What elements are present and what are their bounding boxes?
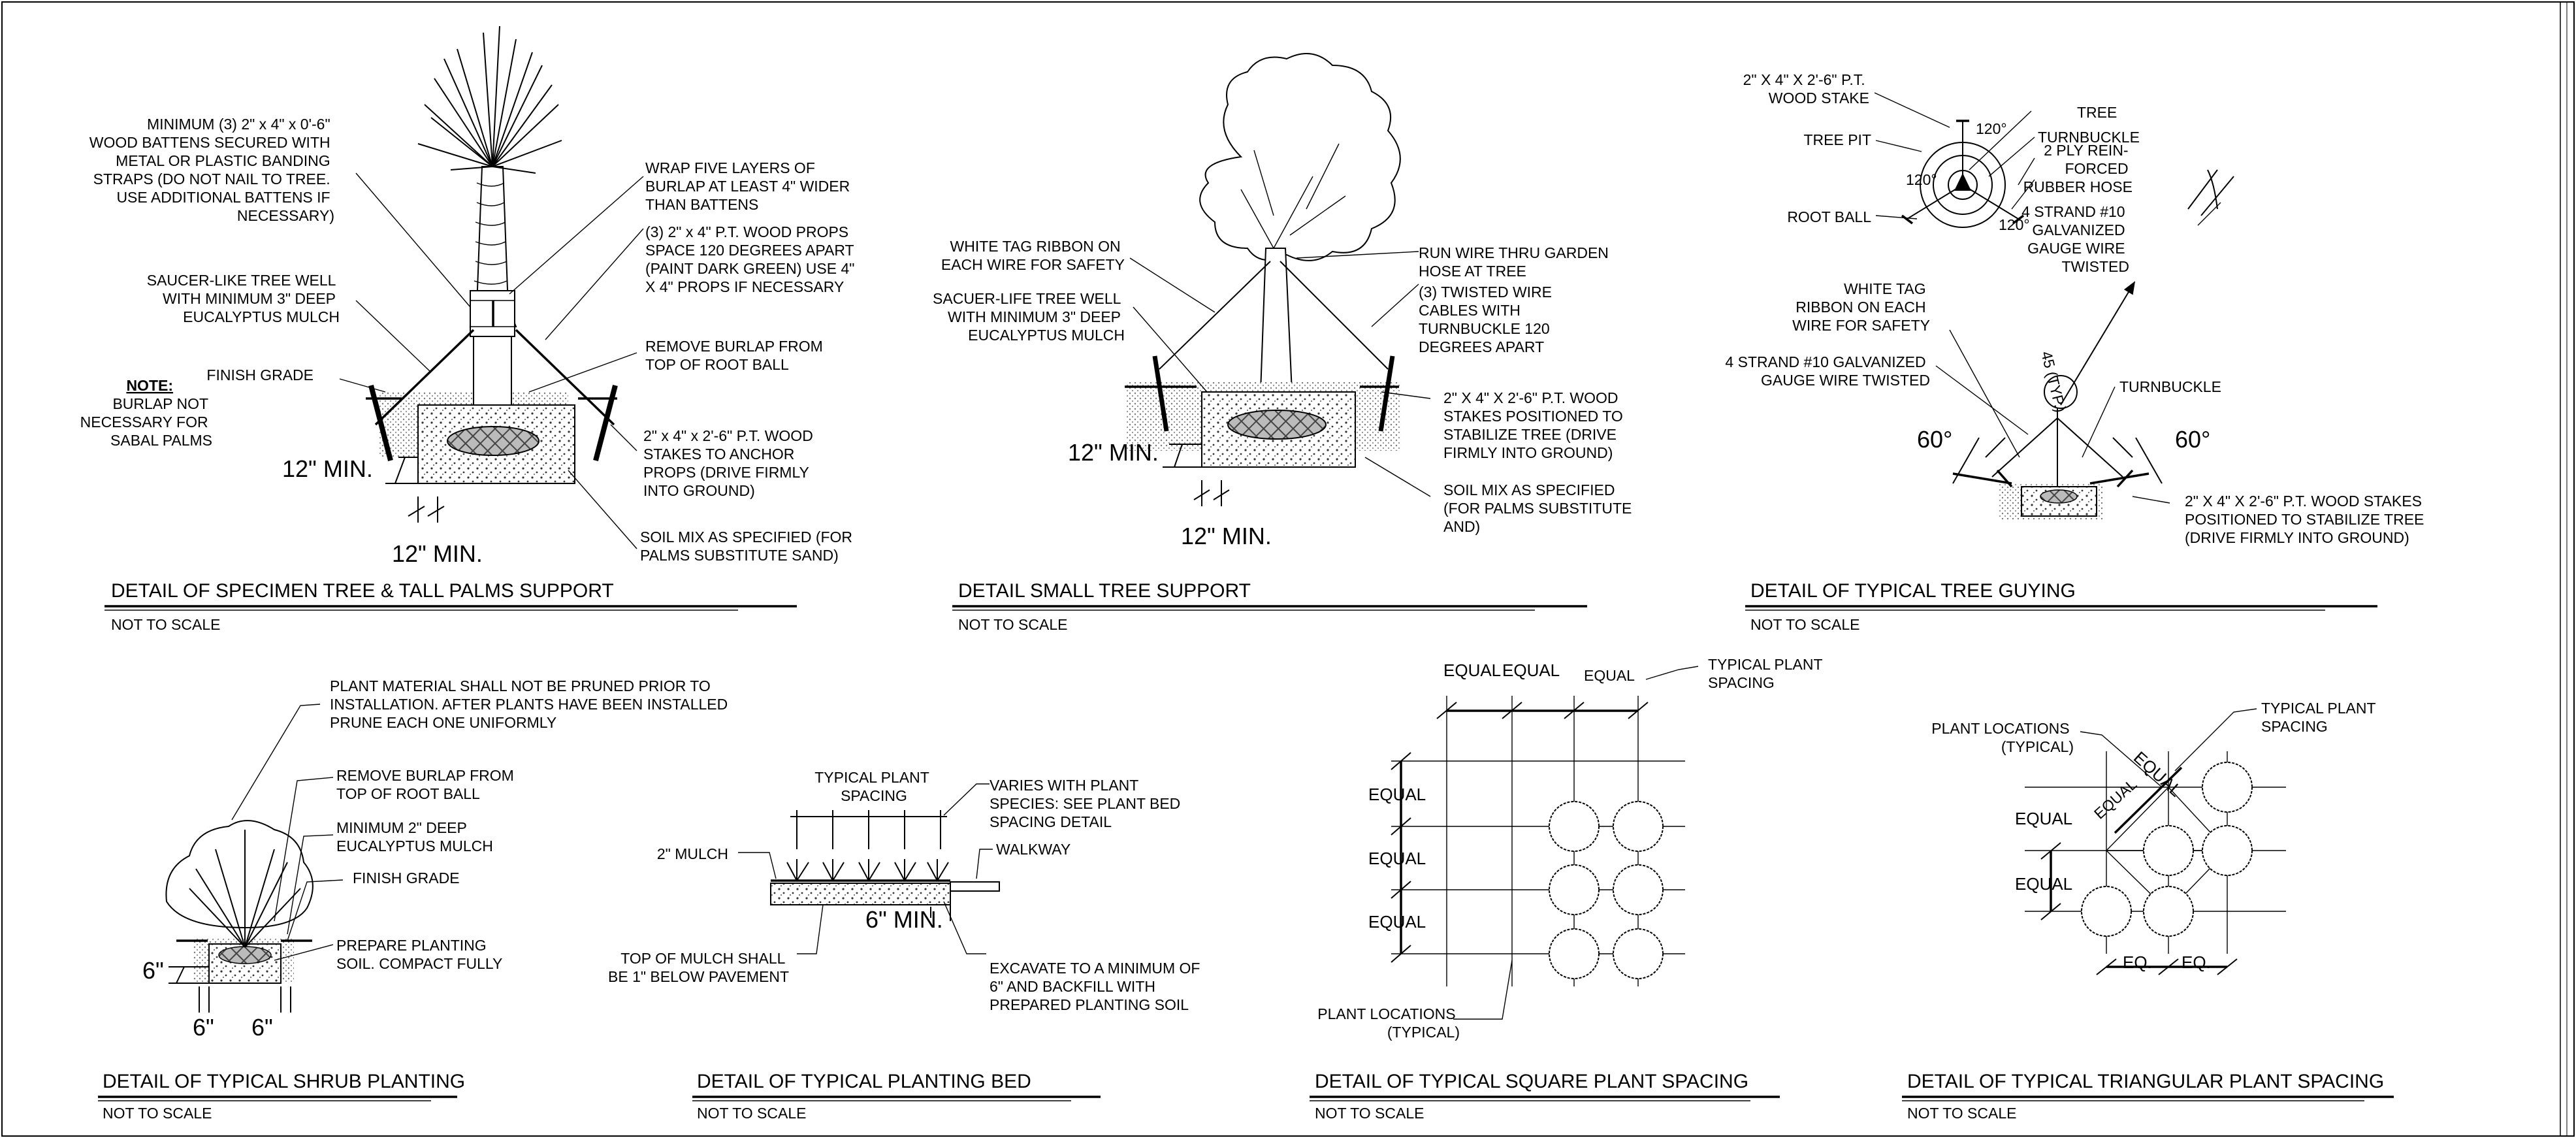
square-dim-left-2: EQUAL: [1368, 849, 1426, 868]
tri-detail-scale: NOT TO SCALE: [1907, 1105, 2016, 1122]
shrub-dim-right: 6": [251, 1014, 273, 1041]
bed-callout-top-mulch: TOP OF MULCH SHALL BE 1" BELOW PAVEMENT: [608, 950, 789, 985]
tri-callout-spacing: TYPICAL PLANT SPACING: [2261, 700, 2380, 735]
square-detail-scale: NOT TO SCALE: [1315, 1105, 1424, 1122]
small-callout-wires: (3) TWISTED WIRE CABLES WITH TURNBUCKLE …: [1419, 284, 1556, 355]
guying-dim-60-right: 60°: [2175, 426, 2210, 453]
shrub-dim-left: 6": [193, 1014, 214, 1041]
square-plant-circles: [1549, 801, 1664, 979]
palm-note-text: BURLAP NOT NECESSARY FOR SABAL PALMS: [80, 395, 212, 449]
detail-triangular-spacing: PLANT LOCATIONS (TYPICAL) TYPICAL PLANT …: [1902, 700, 2394, 1122]
triangular-plant-circles: [2081, 762, 2253, 937]
bed-callout-excavate: EXCAVATE TO A MINIMUM OF 6" AND BACKFILL…: [990, 960, 1204, 1013]
bed-detail-title: DETAIL OF TYPICAL PLANTING BED: [697, 1071, 1031, 1092]
small-callout-stakes: 2" X 4" X 2'-6" P.T. WOOD STAKES POSITIO…: [1443, 389, 1627, 461]
palm-callout-props: (3) 2" x 4" P.T. WOOD PROPS SPACE 120 DE…: [645, 223, 859, 295]
tri-dim-eq-1: EQ.: [2123, 952, 2152, 972]
palm-callout-saucer: SAUCER-LIKE TREE WELL WITH MINIMUM 3" DE…: [147, 272, 340, 325]
bed-callout-mulch: 2" MULCH: [657, 845, 728, 862]
guying-callout-wire-section: 4 STRAND #10 GALVANIZED GAUGE WIRE TWIST…: [1725, 353, 1930, 389]
palm-drawing: [366, 25, 618, 523]
shrub-callout-finish-grade: FINISH GRADE: [353, 870, 460, 886]
small-detail-scale: NOT TO SCALE: [958, 616, 1067, 633]
guying-callout-stakes: 2" X 4" X 2'-6" P.T. WOOD STAKES POSITIO…: [2185, 493, 2428, 546]
shrub-detail-scale: NOT TO SCALE: [103, 1105, 212, 1122]
square-dim-left-3: EQUAL: [1368, 912, 1426, 932]
small-callout-saucer: SACUER-LIFE TREE WELL WITH MINIMUM 3" DE…: [933, 290, 1125, 344]
small-callout-hose: RUN WIRE THRU GARDEN HOSE AT TREE: [1419, 244, 1613, 280]
triangular-grid-drawing: [2025, 751, 2286, 975]
shrub-callout-soil: PREPARE PLANTING SOIL. COMPACT FULLY: [336, 937, 502, 972]
guying-angle-left: 120°: [1906, 171, 1937, 188]
palm-callout-soil: SOIL MIX AS SPECIFIED (FOR PALMS SUBSTIT…: [640, 528, 856, 564]
square-callout-locations: PLANT LOCATIONS (TYPICAL): [1317, 1005, 1460, 1041]
guying-callout-root-ball: ROOT BALL: [1787, 208, 1871, 225]
square-callout-spacing: TYPICAL PLANT SPACING: [1708, 656, 1827, 691]
guying-callout-turnbuckle-section: TURNBUCKLE: [2119, 378, 2221, 395]
tri-dim-row-2: EQUAL: [2015, 874, 2072, 894]
tri-detail-title: DETAIL OF TYPICAL TRIANGULAR PLANT SPACI…: [1907, 1071, 2384, 1092]
square-dim-top-3: EQUAL: [1584, 667, 1635, 684]
small-dim-width: 12" MIN.: [1181, 523, 1272, 549]
guying-detail-title: DETAIL OF TYPICAL TREE GUYING: [1750, 580, 2076, 602]
square-dim-top-2: EQUAL: [1502, 660, 1560, 680]
shrub-detail-title: DETAIL OF TYPICAL SHRUB PLANTING: [103, 1071, 465, 1092]
shrub-drawing: [165, 820, 314, 1013]
shrub-callout-mulch: MINIMUM 2" DEEP EUCALYPTUS MULCH: [336, 819, 493, 854]
guying-callout-tree-pit: TREE PIT: [1803, 131, 1871, 148]
small-callout-ribbon: WHITE TAG RIBBON ON EACH WIRE FOR SAFETY: [941, 238, 1125, 273]
palm-callout-remove-burlap: REMOVE BURLAP FROM TOP OF ROOT BALL: [645, 338, 827, 373]
tri-dim-row-1: EQUAL: [2015, 809, 2072, 828]
guying-callout-tree: TREE: [2077, 104, 2117, 121]
guying-callout-ribbon: WHITE TAG RIBBON ON EACH WIRE FOR SAFETY: [1792, 280, 1930, 334]
square-dim-left-1: EQUAL: [1368, 785, 1426, 804]
guying-callout-wire-plan: 4 STRAND #10 GALVANIZED GAUGE WIRE TWIST…: [2021, 203, 2129, 275]
palm-note-label: NOTE:: [126, 377, 173, 394]
detail-planting-bed: TYPICAL PLANT SPACING VARIES WITH PLANT …: [608, 769, 1204, 1122]
palm-callout-battens: MINIMUM (3) 2" x 4" x 0'-6" WOOD BATTENS…: [89, 116, 334, 224]
guying-callout-turnbuckle-plan: TURNBUCKLE: [2038, 129, 2140, 146]
guying-angle-top: 120°: [1976, 120, 2007, 137]
square-detail-title: DETAIL OF TYPICAL SQUARE PLANT SPACING: [1315, 1071, 1748, 1092]
bed-callout-varies: VARIES WITH PLANT SPECIES: SEE PLANT BED…: [990, 777, 1185, 830]
tri-callout-locations: PLANT LOCATIONS (TYPICAL): [1931, 720, 2074, 755]
small-dim-depth: 12" MIN.: [1068, 439, 1159, 466]
detail-palm-support: MINIMUM (3) 2" x 4" x 0'-6" WOOD BATTENS…: [80, 25, 859, 633]
detail-square-spacing: TYPICAL PLANT SPACING PLANT LOCATIONS (T…: [1310, 656, 1827, 1122]
guying-dim-60-left: 60°: [1917, 426, 1952, 453]
tri-dim-diag: EQUAL: [2130, 747, 2186, 800]
guying-callout-hose: 2 PLY REIN- FORCED RUBBER HOSE: [2023, 142, 2133, 195]
bed-callout-walkway: WALKWAY: [996, 841, 1071, 858]
bed-callout-spacing: TYPICAL PLANT SPACING: [814, 769, 933, 804]
square-dim-top-1: EQUAL: [1443, 660, 1501, 680]
palm-detail-scale: NOT TO SCALE: [111, 616, 220, 633]
tri-dim-eq-2: EQ.: [2182, 952, 2211, 972]
shrub-dim-depth: 6": [142, 957, 164, 984]
square-grid-drawing: [1391, 696, 1685, 986]
small-callout-soil: SOIL MIX AS SPECIFIED (FOR PALMS SUBSTIT…: [1443, 481, 1636, 535]
palm-detail-title: DETAIL OF SPECIMEN TREE & TALL PALMS SUP…: [111, 580, 614, 602]
palm-callout-finish-grade: FINISH GRADE: [206, 366, 314, 383]
detail-shrub-planting: PLANT MATERIAL SHALL NOT BE PRUNED PRIOR…: [98, 677, 732, 1122]
palm-dim-width: 12" MIN.: [392, 540, 483, 567]
palm-callout-wrap: WRAP FIVE LAYERS OF BURLAP AT LEAST 4" W…: [645, 159, 854, 213]
small-detail-title: DETAIL SMALL TREE SUPPORT: [958, 580, 1251, 602]
palm-dim-depth: 12" MIN.: [282, 455, 373, 482]
guying-angle-right: 120°: [1999, 216, 2030, 233]
small-tree-drawing: [1125, 53, 1401, 506]
detail-small-tree-support: WHITE TAG RIBBON ON EACH WIRE FOR SAFETY…: [933, 53, 1636, 633]
guying-detail-scale: NOT TO SCALE: [1750, 616, 1860, 633]
bed-drawing: [770, 810, 1000, 921]
shrub-callout-burlap: REMOVE BURLAP FROM TOP OF ROOT BALL: [336, 767, 518, 802]
guying-callout-wood-stake: 2" X 4" X 2'-6" P.T. WOOD STAKE: [1743, 71, 1869, 106]
bed-dim-depth: 6" MIN.: [865, 906, 943, 933]
detail-tree-guying: 2" X 4" X 2'-6" P.T. WOOD STAKE TREE PIT…: [1725, 71, 2428, 633]
bed-detail-scale: NOT TO SCALE: [697, 1105, 806, 1122]
palm-callout-stakes: 2" x 4" x 2'-6" P.T. WOOD STAKES TO ANCH…: [643, 427, 817, 499]
guying-plan-drawing: [1901, 120, 2234, 228]
guying-section-drawing: [1952, 281, 2163, 519]
shrub-callout-prune: PLANT MATERIAL SHALL NOT BE PRUNED PRIOR…: [330, 677, 732, 731]
